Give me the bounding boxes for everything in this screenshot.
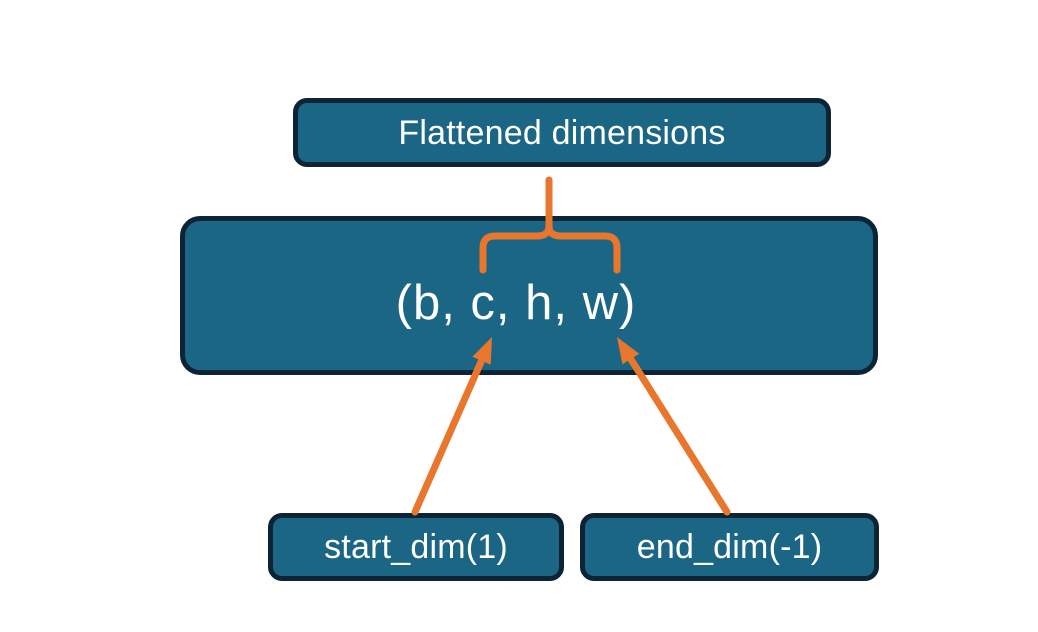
node-flattened-dimensions: Flattened dimensions	[293, 98, 831, 167]
arrow-start-dim-icon	[411, 357, 485, 516]
node-end-dim: end_dim(-1)	[580, 513, 879, 581]
node-tensor-shape: (b, c, h, w)	[180, 216, 878, 375]
node-tensor-shape-label: (b, c, h, w)	[395, 276, 637, 330]
node-end-dim-label: end_dim(-1)	[636, 528, 823, 566]
arrow-end-dim-icon	[627, 355, 731, 516]
node-start-dim-label: start_dim(1)	[324, 528, 508, 566]
node-flattened-dimensions-label: Flattened dimensions	[398, 113, 726, 152]
node-start-dim: start_dim(1)	[268, 513, 564, 581]
